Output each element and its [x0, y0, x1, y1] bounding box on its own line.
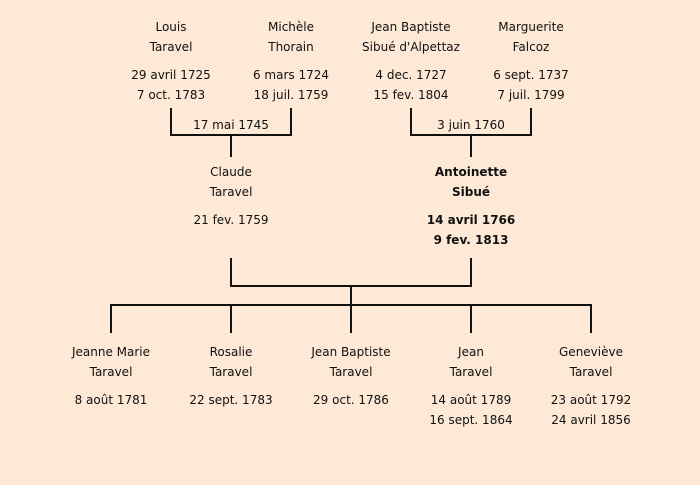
- connector-line: [470, 258, 472, 287]
- death-date: 15 fev. 1804: [373, 88, 449, 102]
- first-name: Jean Baptiste: [371, 20, 451, 34]
- connector-line: [470, 304, 472, 333]
- birth-date: 22 sept. 1783: [189, 393, 273, 407]
- first-name: Jean: [458, 345, 484, 359]
- birth-date: 6 sept. 1737: [493, 68, 569, 82]
- marriage-date: 17 mai 1745: [193, 118, 269, 132]
- death-date: 7 oct. 1783: [136, 88, 206, 102]
- death-date: 24 avril 1856: [551, 413, 631, 427]
- last-name: Taravel: [329, 365, 373, 379]
- connector-line: [230, 134, 232, 157]
- birth-date: 21 fev. 1759: [193, 213, 269, 227]
- connector-line: [530, 108, 532, 136]
- birth-date: 29 avril 1725: [131, 68, 211, 82]
- birth-date: 14 avril 1766: [426, 213, 516, 227]
- birth-date: 8 août 1781: [74, 393, 148, 407]
- connector-line: [290, 108, 292, 136]
- connector-line: [230, 304, 232, 333]
- birth-date: 6 mars 1724: [252, 68, 330, 82]
- last-name: Sibué d'Alpettaz: [362, 40, 460, 54]
- first-name: Jeanne Marie: [71, 345, 151, 359]
- first-name: Rosalie: [209, 345, 253, 359]
- last-name: Taravel: [209, 365, 253, 379]
- last-name: Taravel: [89, 365, 133, 379]
- last-name: Falcoz: [512, 40, 550, 54]
- death-date: 16 sept. 1864: [429, 413, 513, 427]
- last-name: Taravel: [449, 365, 493, 379]
- death-date: 7 juil. 1799: [497, 88, 565, 102]
- connector-line: [110, 304, 112, 333]
- birth-date: 14 août 1789: [430, 393, 512, 407]
- last-name: Taravel: [569, 365, 613, 379]
- first-name: Michèle: [268, 20, 314, 34]
- first-name: Geneviève: [559, 345, 623, 359]
- connector-line: [470, 134, 472, 157]
- death-date: 9 fev. 1813: [433, 233, 509, 247]
- connector-line: [590, 304, 592, 333]
- last-name: Sibué: [451, 185, 491, 199]
- birth-date: 29 oct. 1786: [313, 393, 389, 407]
- connector-line: [350, 304, 352, 333]
- first-name: Antoinette: [434, 165, 508, 179]
- first-name: Claude: [210, 165, 252, 179]
- last-name: Taravel: [209, 185, 253, 199]
- first-name: Louis: [155, 20, 187, 34]
- first-name: Marguerite: [498, 20, 564, 34]
- birth-date: 23 août 1792: [550, 393, 632, 407]
- marriage-date: 3 juin 1760: [437, 118, 505, 132]
- last-name: Thorain: [268, 40, 314, 54]
- first-name: Jean Baptiste: [311, 345, 391, 359]
- connector-line: [410, 108, 412, 136]
- last-name: Taravel: [149, 40, 193, 54]
- death-date: 18 juil. 1759: [253, 88, 329, 102]
- birth-date: 4 dec. 1727: [375, 68, 447, 82]
- connector-line: [230, 258, 232, 287]
- connector-line: [350, 285, 352, 306]
- connector-line: [170, 108, 172, 136]
